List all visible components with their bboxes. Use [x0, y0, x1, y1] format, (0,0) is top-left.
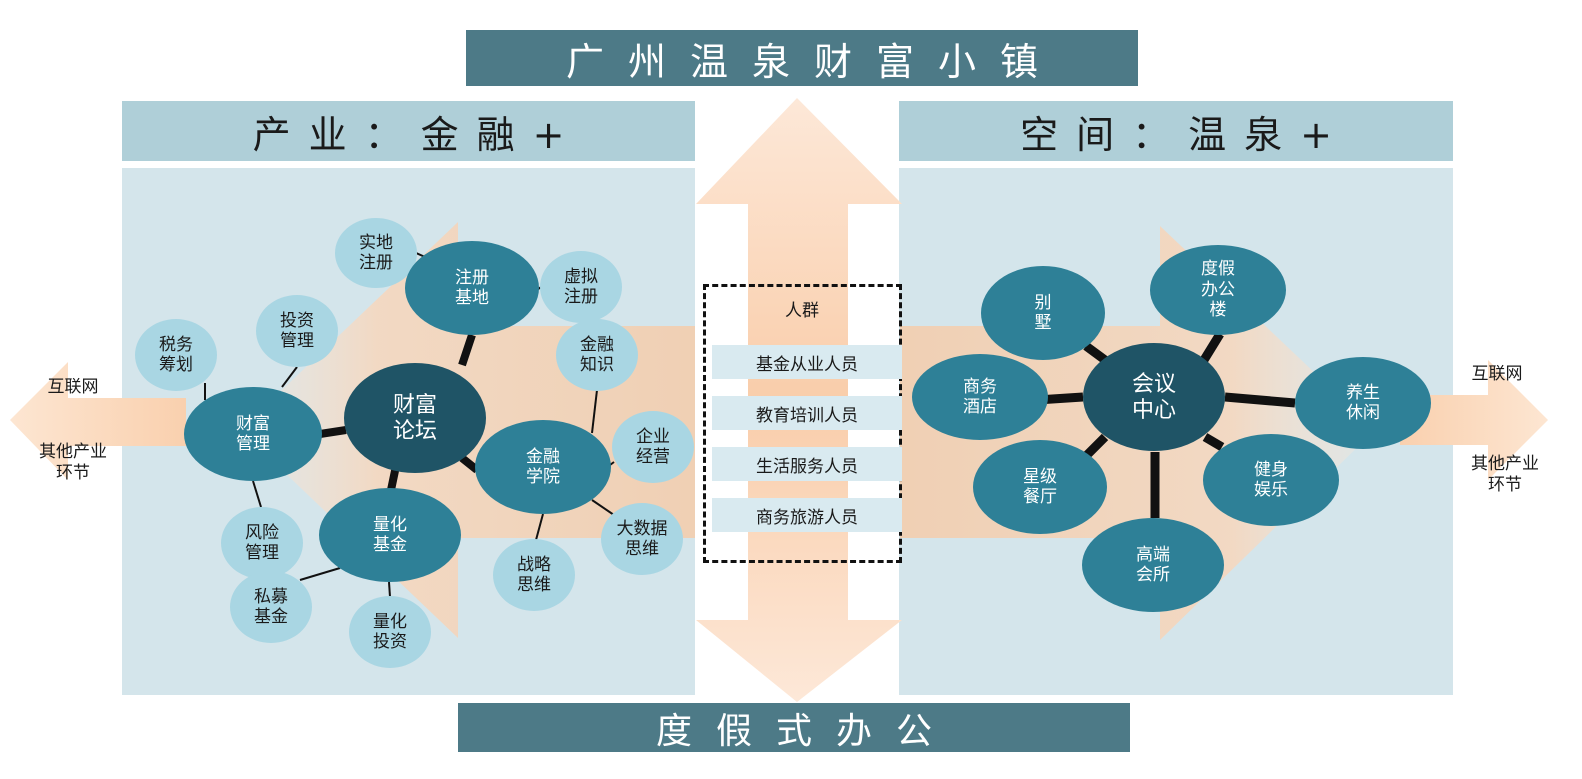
bottom-title: 度假式办公	[458, 703, 1130, 752]
node-ellipse	[1203, 434, 1339, 526]
node-ellipse	[319, 488, 461, 582]
crowd-title: 人群	[785, 301, 819, 320]
node-ellipse	[912, 354, 1048, 440]
node-ellipse	[349, 596, 431, 668]
right-side-internet: 互联网	[1471, 364, 1523, 383]
node-ellipse	[256, 295, 338, 367]
leaf-big-data-thinking: 大数据 思维	[616, 518, 668, 558]
crowd-item: 商务旅游人员	[712, 498, 902, 532]
node-ellipse	[973, 440, 1107, 534]
node-quant-fund: 量化 基金	[373, 514, 407, 554]
node-ellipse	[405, 241, 539, 335]
right-outer-arrow	[1400, 360, 1548, 480]
node-ellipse	[1083, 343, 1225, 451]
leaf-quant-investment: 量化 投资	[373, 611, 407, 651]
node-ellipse	[475, 420, 611, 514]
node-resort-office: 度假 办公 楼	[1201, 259, 1235, 320]
leaf-risk-management: 风险 管理	[245, 522, 279, 562]
left-outer-arrow	[10, 362, 186, 480]
node-ellipse	[335, 218, 417, 288]
node-ellipse	[230, 571, 312, 643]
leaf-strategic-thinking: 战略 思维	[517, 554, 551, 594]
node-ellipse	[135, 319, 217, 391]
node-premium-club: 高端 会所	[1136, 544, 1170, 584]
node-star-restaurant: 星级 餐厅	[1023, 466, 1057, 506]
leaf-virtual-registration: 虚拟 注册	[564, 266, 598, 306]
node-wealth-forum: 财富 论坛	[392, 391, 437, 443]
left-side-other-industries: 其他产业 环节	[39, 442, 107, 483]
crowd-item: 教育培训人员	[712, 396, 902, 430]
node-fitness-entertainment: 健身 娱乐	[1254, 459, 1288, 499]
right-section-header: 空间：温泉+	[899, 101, 1453, 161]
page-title: 广州温泉财富小镇	[466, 30, 1138, 86]
leaf-business-operation: 企业 经营	[636, 426, 670, 466]
node-ellipse	[184, 387, 322, 481]
node-ellipse	[612, 411, 694, 483]
left-side-internet: 互联网	[47, 377, 99, 396]
node-villa: 别 墅	[1034, 292, 1052, 332]
node-health-leisure: 养生 休闲	[1346, 382, 1380, 422]
node-ellipse	[221, 507, 303, 579]
leaf-finance-knowledge: 金融 知识	[580, 334, 614, 374]
leaf-onsite-registration: 实地 注册	[359, 232, 393, 272]
leaf-tax-planning: 税务 筹划	[159, 334, 193, 374]
node-ellipse	[601, 503, 683, 575]
leaf-private-fund: 私募 基金	[254, 586, 288, 626]
node-wealth-management: 财富 管理	[236, 413, 270, 453]
node-ellipse	[981, 266, 1105, 360]
node-ellipse	[1082, 518, 1224, 612]
node-business-hotel: 商务 酒店	[963, 376, 997, 416]
crowd-item: 生活服务人员	[712, 447, 902, 481]
node-ellipse	[344, 363, 486, 473]
node-ellipse	[1150, 245, 1286, 335]
left-section-header: 产业：金融+	[122, 101, 695, 161]
node-finance-academy: 金融 学院	[526, 446, 560, 486]
node-ellipse	[1295, 357, 1431, 449]
node-conference-center: 会议 中心	[1131, 370, 1176, 422]
node-ellipse	[493, 539, 575, 611]
node-ellipse	[556, 319, 638, 391]
node-ellipse	[540, 251, 622, 323]
right-side-other-industries: 其他产业 环节	[1471, 454, 1539, 495]
crowd-item: 基金从业人员	[712, 345, 902, 379]
node-registration-base: 注册 基地	[455, 267, 489, 307]
leaf-investment-management: 投资 管理	[280, 310, 314, 350]
